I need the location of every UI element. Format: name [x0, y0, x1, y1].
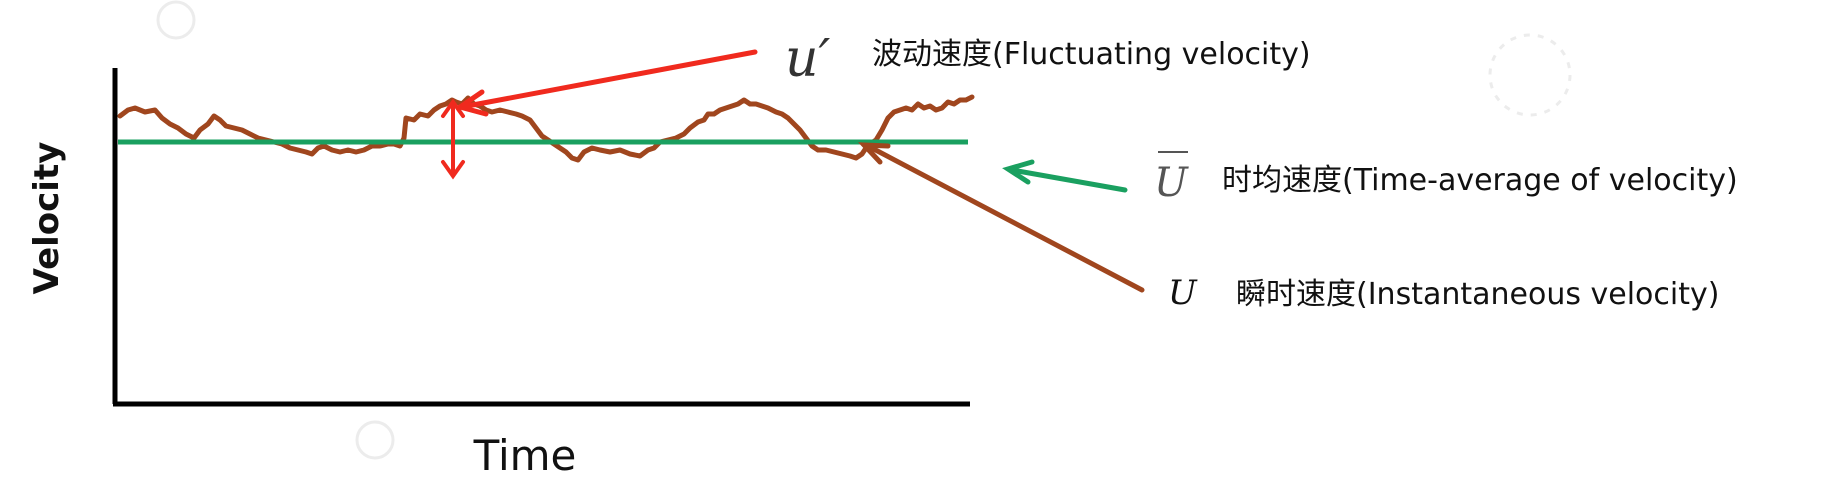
instantaneous-pointer-arrow — [857, 142, 1145, 293]
fluctuation-double-arrow — [441, 98, 465, 180]
y-axis-label: Velocity — [27, 142, 67, 295]
time-average-pointer-arrow — [1002, 159, 1128, 193]
instantaneous-symbol: U — [1168, 273, 1198, 313]
time-average-symbol: U — [1154, 160, 1189, 206]
fluctuating-label: 波动速度(Fluctuating velocity) — [872, 37, 1311, 72]
instantaneous-label: 瞬时速度(Instantaneous velocity) — [1236, 277, 1719, 312]
fluctuating-pointer-arrow — [454, 49, 758, 117]
x-axis-label: Time — [473, 431, 577, 480]
instantaneous-velocity-curve — [117, 94, 975, 163]
fluctuating-symbol: u′ — [785, 29, 830, 89]
time-average-label: 时均速度(Time-average of velocity) — [1222, 163, 1738, 198]
decorative-circles — [156, 0, 1572, 460]
